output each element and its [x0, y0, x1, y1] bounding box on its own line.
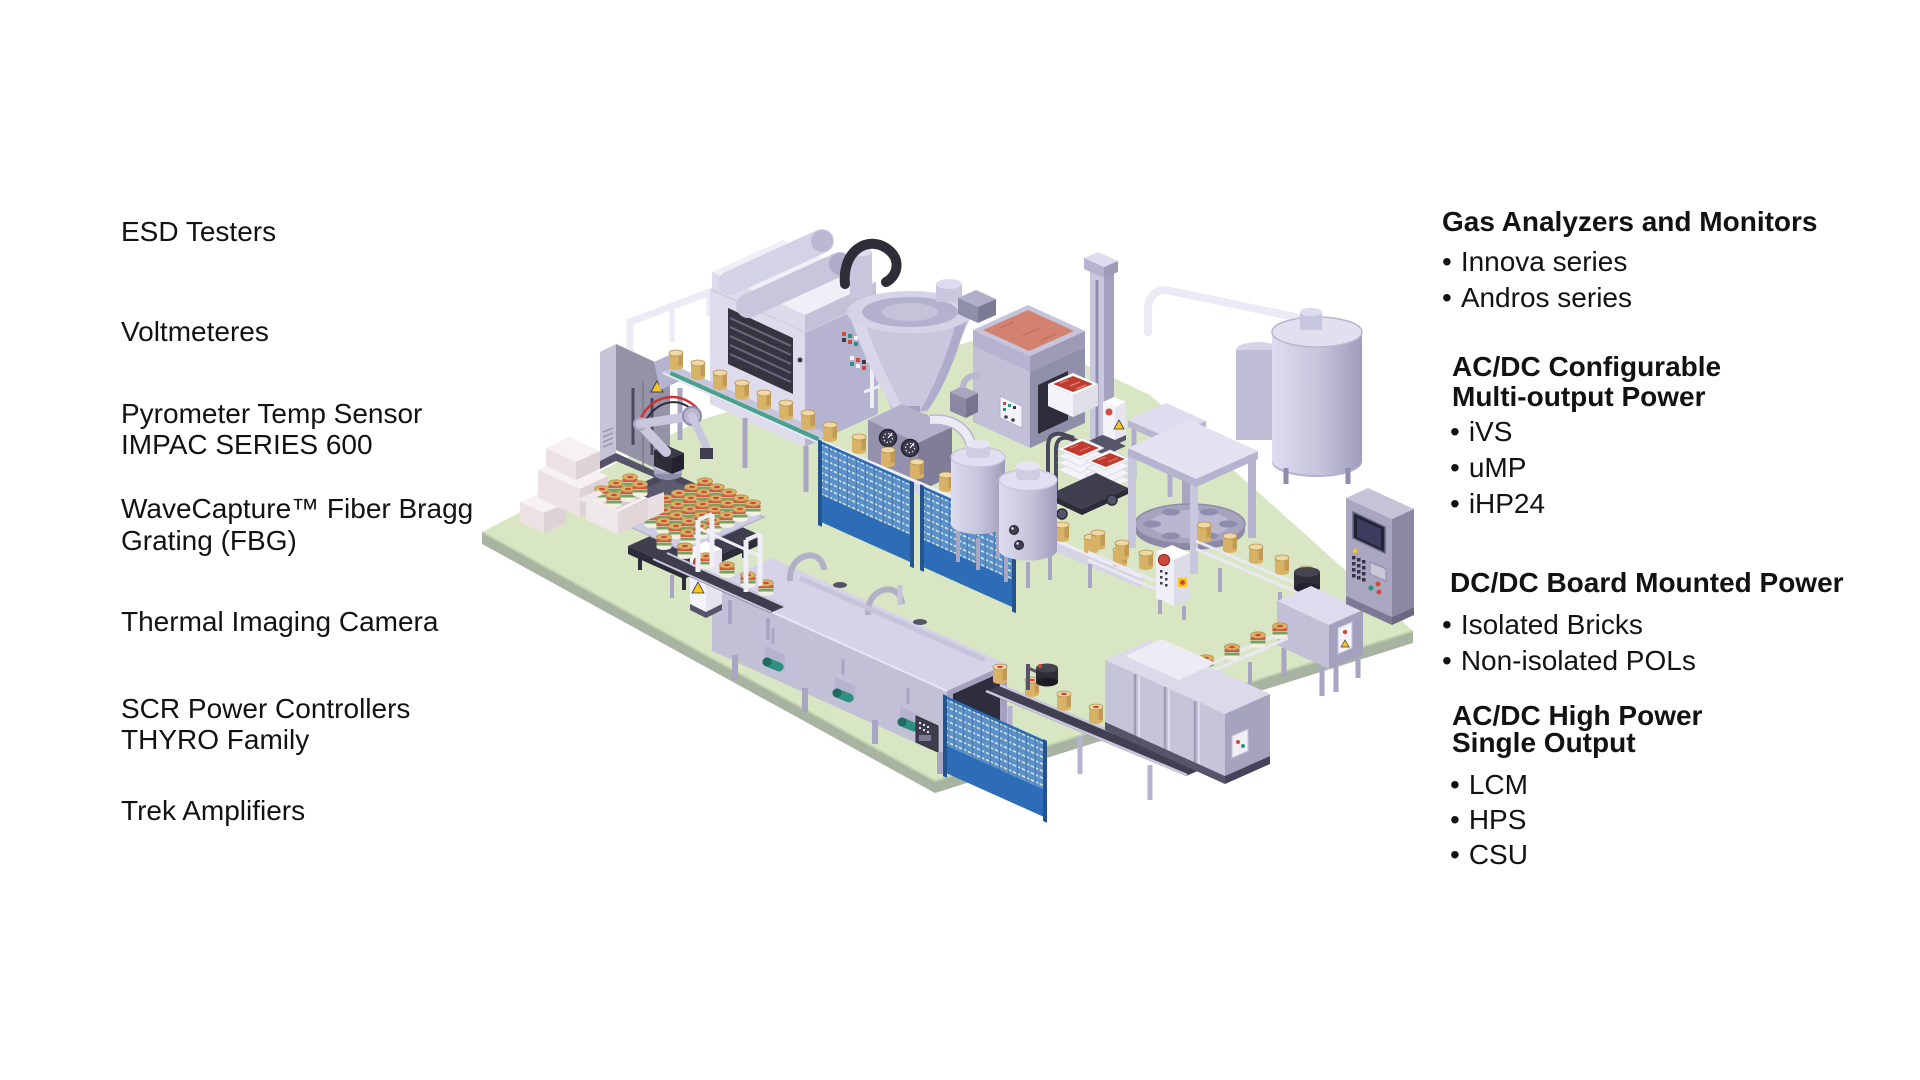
list-item-label: LCM	[1468, 769, 1528, 800]
left-item-trek-amplifiers: Trek Amplifiers	[121, 795, 306, 826]
list-item-label: uMP	[1468, 452, 1527, 483]
bullet-icon: •	[1450, 804, 1460, 835]
gauge-icon	[900, 438, 920, 458]
group-title-acdc-high-line1: AC/DC High Power	[1452, 700, 1703, 731]
gauge-icon	[878, 428, 898, 448]
list-item-isolated-bricks: • Isolated Bricks	[1442, 609, 1643, 640]
hmi-control-panel	[1346, 488, 1414, 625]
list-item-andros: • Andros series	[1442, 282, 1632, 313]
bullet-icon: •	[1442, 282, 1452, 313]
support-beam	[626, 286, 714, 354]
safety-fence-front	[943, 694, 1047, 823]
warning-icon	[1113, 419, 1125, 430]
pump-units	[762, 628, 920, 732]
bullet-icon: •	[1450, 416, 1460, 447]
jar-line-in	[652, 512, 786, 640]
list-item-label: HPS	[1468, 804, 1527, 835]
inspection-sensor	[1026, 663, 1058, 690]
hand-cart	[1046, 431, 1131, 520]
storage-silo	[1144, 286, 1363, 484]
warning-icon	[691, 581, 705, 594]
lift-pedestal	[1103, 397, 1126, 445]
left-item-scr-line1: SCR Power Controllers	[121, 693, 411, 724]
bullet-icon: •	[1450, 769, 1460, 800]
keypad-icon	[1352, 556, 1366, 582]
left-item-thermal-camera: Thermal Imaging Camera	[121, 606, 439, 637]
left-item-esd-testers: ESD Testers	[121, 216, 277, 247]
bullet-icon: •	[1442, 609, 1452, 640]
rotary-control-box	[1156, 545, 1190, 620]
washer-machine	[1277, 567, 1363, 696]
list-item-csu: • CSU	[1450, 839, 1528, 870]
red-button-icon	[1157, 553, 1171, 567]
list-item-innova: • Innova series	[1442, 246, 1627, 277]
left-item-wavecapture-line1: WaveCapture™ Fiber Bragg	[121, 493, 474, 524]
list-item-label: iVS	[1468, 416, 1513, 447]
infeed-conveyor	[654, 349, 830, 492]
pipe-handle	[839, 238, 902, 289]
bullet-icon: •	[1450, 839, 1460, 870]
palletizer-machine	[1105, 639, 1270, 784]
list-item-non-isolated-pols: • Non-isolated POLs	[1442, 645, 1696, 676]
group-title-gas-analyzers: Gas Analyzers and Monitors	[1442, 206, 1818, 237]
left-item-pyrometer-line1: Pyrometer Temp Sensor	[121, 398, 423, 429]
list-item-lcm: • LCM	[1450, 769, 1528, 800]
open-box	[576, 473, 664, 534]
group-title-acdc-configurable-line2: Multi-output Power	[1452, 381, 1706, 412]
list-item-label: CSU	[1468, 839, 1528, 870]
bullet-icon: •	[1450, 452, 1460, 483]
list-item-ihp24: • iHP24	[1450, 488, 1545, 519]
processing-machine	[710, 229, 902, 447]
bullet-icon: •	[1442, 645, 1452, 676]
list-item-ivs: • iVS	[1450, 416, 1512, 447]
left-item-voltmeteres: Voltmeteres	[121, 316, 269, 347]
list-item-ump: • uMP	[1450, 452, 1526, 483]
red-button-icon	[1105, 408, 1113, 416]
list-item-label: Andros series	[1460, 282, 1632, 313]
product-crate	[1048, 373, 1098, 417]
left-item-scr-line2: THYRO Family	[121, 724, 310, 755]
bullet-icon: •	[1442, 246, 1452, 277]
group-title-acdc-high-line2: Single Output	[1452, 727, 1636, 758]
rotary-filling-machine	[1128, 420, 1258, 574]
packing-boxes	[520, 437, 664, 534]
group-title-dcdc-board: DC/DC Board Mounted Power	[1450, 567, 1844, 598]
lift-column	[1048, 252, 1126, 457]
list-item-label: Non-isolated POLs	[1460, 645, 1696, 676]
bullet-icon: •	[1450, 488, 1460, 519]
gate-frame	[695, 512, 763, 592]
list-item-label: iHP24	[1468, 488, 1546, 519]
left-item-wavecapture-line2: Grating (FBG)	[121, 525, 297, 556]
list-item-hps: • HPS	[1450, 804, 1526, 835]
list-item-label: Isolated Bricks	[1460, 609, 1643, 640]
mixing-tanks	[950, 439, 1058, 588]
indicator-dots	[842, 332, 866, 370]
list-item-label: Innova series	[1460, 246, 1628, 277]
emergency-stop-icon	[1180, 580, 1185, 585]
left-item-pyrometer-line2: IMPAC SERIES 600	[121, 429, 373, 460]
group-title-acdc-configurable-line1: AC/DC Configurable	[1452, 351, 1722, 382]
